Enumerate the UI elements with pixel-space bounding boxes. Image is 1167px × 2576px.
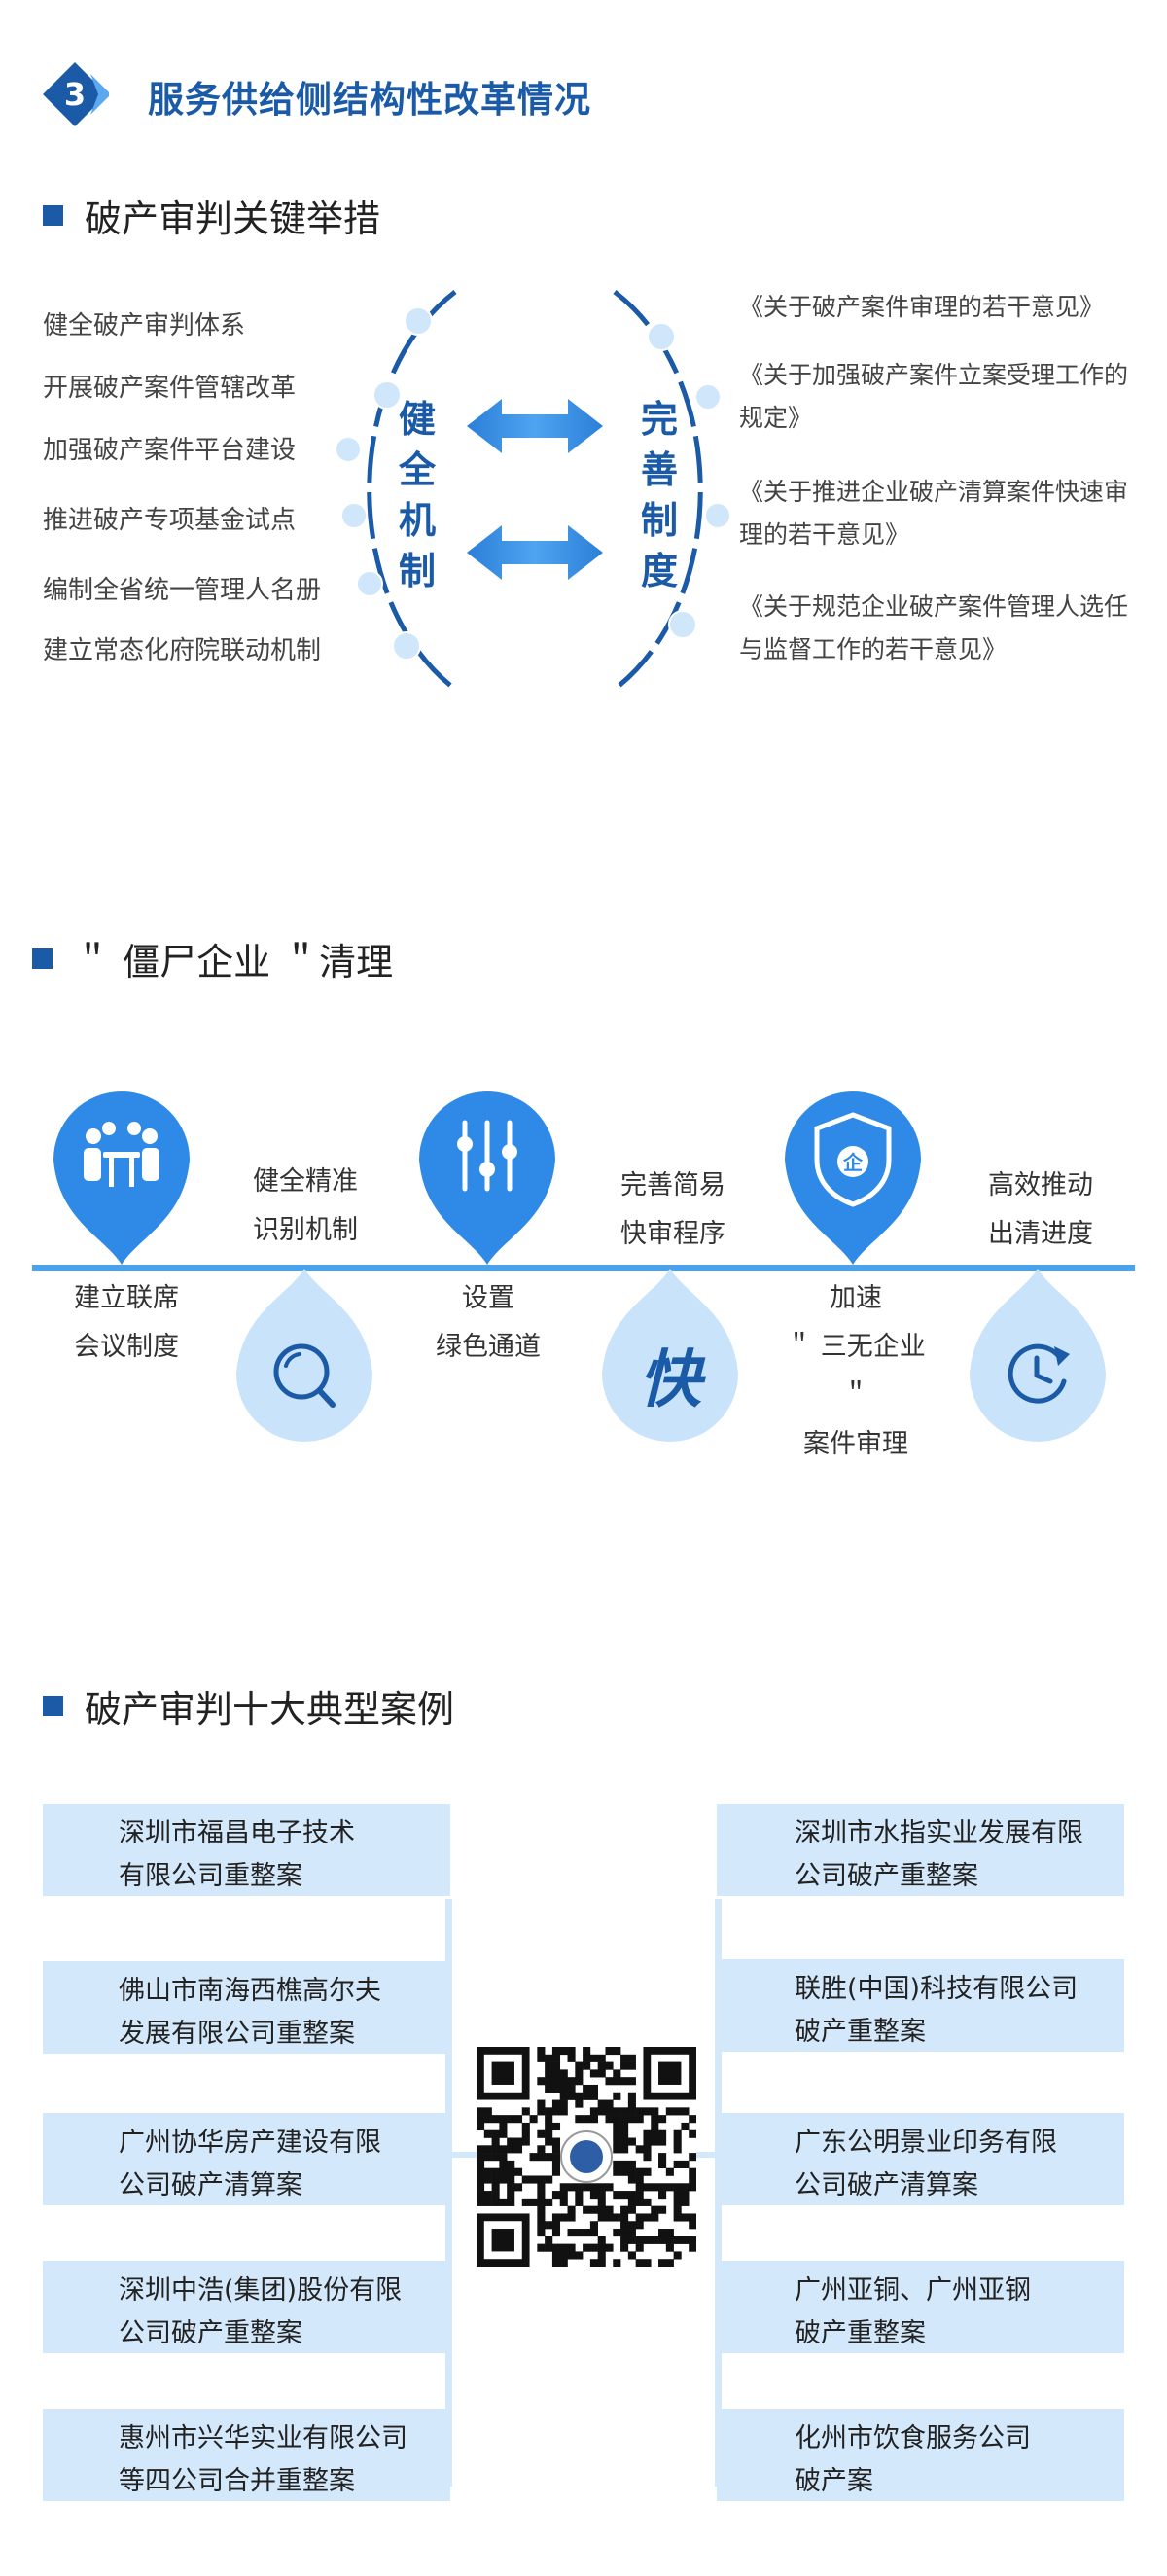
section-heading-text: ＂ 僵尸企业 ＂清理 [74, 941, 394, 984]
case-text: 广州协华房产建设有限公司破产清算案 [119, 2128, 381, 2200]
square-bullet-icon [32, 948, 53, 969]
fast-glyph-icon: 快 [639, 1344, 707, 1416]
case-box: 佛山市南海西樵高尔夫发展有限公司重整案 [43, 1961, 450, 2054]
measure-item: 健全破产审判体系 [43, 311, 246, 340]
pin-enterprise: 企 [785, 1091, 921, 1265]
double-arrow-icon [467, 399, 603, 453]
double-arrow-icon [467, 525, 603, 580]
pin-channel [419, 1091, 555, 1265]
vertical-word-system: 完善制度 [640, 398, 678, 592]
timeline-label: 高效推动出清进度 [988, 1170, 1093, 1249]
section-heading-zombie: ＂ 僵尸企业 ＂清理 [32, 932, 393, 985]
case-box: 化州市饮食服务公司破产案 [717, 2409, 1124, 2501]
section-heading-key-measures: 破产审判关键举措 [43, 189, 380, 242]
timeline-label: 加速＂ 三无企业 ＂案件审理 [786, 1283, 926, 1459]
case-text: 深圳市福昌电子技术有限公司重整案 [119, 1818, 355, 1891]
case-text: 广东公明景业印务有限公司破产清算案 [795, 2128, 1057, 2200]
case-text: 惠州市兴华实业有限公司等四公司合并重整案 [119, 2423, 407, 2496]
case-box: 广东公明景业印务有限公司破产清算案 [717, 2113, 1124, 2205]
connector-stub [686, 2152, 715, 2158]
measure-item: 建立常态化府院联动机制 [43, 636, 322, 665]
case-box: 深圳市福昌电子技术有限公司重整案 [43, 1804, 450, 1896]
case-text: 联胜(中国)科技有限公司破产重整案 [795, 1974, 1079, 2047]
square-bullet-icon [43, 1696, 63, 1716]
svg-text:3: 3 [64, 76, 86, 113]
pin-identify [236, 1269, 372, 1442]
vertical-word-mechanism: 健全机制 [398, 398, 436, 592]
case-text: 深圳市水指实业发展有限公司破产重整案 [795, 1818, 1083, 1891]
timeline-label: 完善简易快审程序 [620, 1170, 725, 1249]
case-box: 惠州市兴华实业有限公司等四公司合并重整案 [43, 2409, 450, 2501]
policy-document-item: 《关于规范企业破产案件管理人选任与监督工作的若干意见》 [739, 592, 1129, 663]
case-box: 深圳中浩(集团)股份有限公司破产重整案 [43, 2261, 450, 2353]
timeline-label: 设置绿色通道 [436, 1283, 541, 1362]
case-box: 深圳市水指实业发展有限公司破产重整案 [717, 1804, 1124, 1896]
magnifier-icon [273, 1343, 336, 1408]
case-box: 联胜(中国)科技有限公司破产重整案 [717, 1959, 1124, 2052]
case-box: 广州协华房产建设有限公司破产清算案 [43, 2113, 450, 2205]
sliders-icon [457, 1120, 517, 1192]
timeline-label: 健全精准识别机制 [253, 1166, 358, 1245]
mechanism-diagram [335, 290, 731, 693]
left-bracket-arc [367, 290, 459, 693]
case-text: 广州亚铜、广州亚钢破产重整案 [795, 2275, 1031, 2348]
meeting-people-icon [84, 1122, 159, 1187]
pin-fast: 快 [602, 1269, 738, 1442]
timeline-line [32, 1265, 1135, 1271]
section-heading-cases: 破产审判十大典型案例 [43, 1679, 454, 1733]
case-text: 佛山市南海西樵高尔夫发展有限公司重整案 [119, 1976, 381, 2049]
svg-text:企: 企 [842, 1151, 864, 1174]
case-text: 化州市饮食服务公司破产案 [795, 2423, 1031, 2496]
section-heading-text: 破产审判十大典型案例 [85, 1688, 455, 1731]
measure-item: 加强破产案件平台建设 [43, 436, 297, 465]
qr-code[interactable] [477, 2047, 696, 2267]
connector-stub [452, 2152, 481, 2158]
policy-document-item: 《关于加强破产案件立案受理工作的规定》 [739, 361, 1129, 432]
clock-refresh-icon [1008, 1343, 1070, 1404]
measure-item: 推进破产专项基金试点 [43, 506, 297, 535]
measure-item: 编制全省统一管理人名册 [43, 576, 322, 605]
policy-document-item: 《关于破产案件审理的若干意见》 [739, 293, 1105, 321]
measure-item: 开展破产案件管辖改革 [43, 374, 297, 403]
section-heading-text: 破产审判关键举措 [85, 197, 381, 240]
case-text: 深圳中浩(集团)股份有限公司破产重整案 [119, 2275, 403, 2348]
page-title: 服务供给侧结构性改革情况 [148, 79, 591, 121]
section-number-diamond: 3 [43, 62, 109, 126]
pin-meeting [53, 1091, 190, 1265]
arc-dots [335, 306, 731, 661]
policy-document-item: 《关于推进企业破产清算案件快速审理的若干意见》 [739, 478, 1129, 549]
timeline-label: 建立联席会议制度 [74, 1283, 179, 1362]
pin-clearance [970, 1269, 1106, 1442]
square-bullet-icon [43, 205, 63, 226]
shield-icon: 企 [814, 1112, 892, 1207]
case-box: 广州亚铜、广州亚钢破产重整案 [717, 2261, 1124, 2353]
